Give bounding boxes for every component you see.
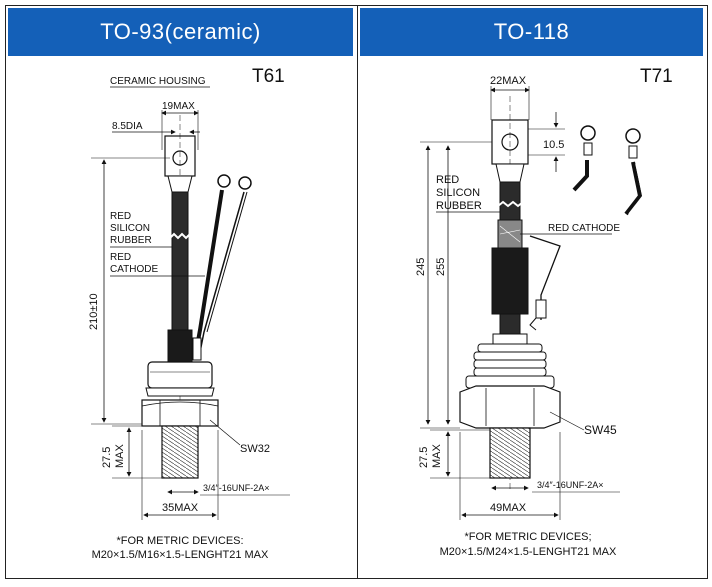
sw45-label: SW45 [584,423,617,437]
dim-27-5-max-r: MAX [431,444,443,469]
label-silicon: SILICON [110,223,150,234]
dim-19max: 19MAX [162,101,195,112]
dim-210: 210±10 [88,293,100,330]
dim-27-5-max: MAX [114,444,126,469]
t71-threaded-stud [489,427,531,479]
sw32-label: SW32 [240,443,270,455]
label-red-2: RED [110,252,131,263]
t71-thread-label: 3/4″-16UNF-2A× [537,480,603,490]
ceramic-housing-label: CERAMIC HOUSING [110,76,206,87]
t61-metric-note-1: *FOR METRIC DEVICES: [116,535,243,547]
t71-ribbed-body [465,343,555,389]
t61-gate-ring-terminal [217,174,231,188]
label-rubber-r: RUBBER [436,200,482,212]
t61-ceramic-body [147,361,213,389]
t71-model-label: T71 [640,66,673,87]
t71-cathode-ring-terminal [625,128,641,144]
t71-metric-note-1: *FOR METRIC DEVICES; [464,531,591,543]
dim-245: 245 [415,258,427,276]
t71-metric-note-2: M20×1.5/M24×1.5-LENGHT21 MAX [440,546,617,558]
t61-cathode-lead [199,191,245,353]
t71-gate-ring-terminal [580,125,596,141]
to118-panel-frame [357,5,708,579]
label-rubber: RUBBER [110,235,152,246]
t61-thread-label: 3/4″-16UNF-2A× [203,483,269,493]
dim-35max: 35MAX [162,502,199,514]
t61-hex-base [141,399,219,427]
to93-header: TO-93(ceramic) [8,8,353,56]
dim-22max: 22MAX [490,75,527,87]
t71-rubber-sleeve [491,247,529,315]
to118-header: TO-118 [360,8,703,56]
t61-gate-lead [194,189,224,353]
label-silicon-r: SILICON [436,187,480,199]
t61-threaded-stud [161,425,199,479]
to93-drawing: CERAMIC HOUSING T61 19MAX 8.5DIA [88,66,290,561]
t61-main-cable [171,191,189,333]
dim-27-5-r: 27.5 [418,447,430,468]
dim-10-5: 10.5 [543,139,564,151]
dim-8-5-dia: 8.5DIA [112,121,143,132]
t61-cathode-ring-terminal [238,176,252,190]
t61-model-label: T61 [252,66,285,87]
dim-27-5: 27.5 [101,447,113,468]
to118-drawing: T71 22MAX 10.5 [415,66,673,558]
label-red-cathode-r: RED CATHODE [548,223,620,234]
label-cathode: CATHODE [110,264,158,275]
t61-rubber-sleeve [167,329,193,363]
dim-49max: 49MAX [490,502,527,514]
t71-hex-base [459,385,561,429]
dim-255: 255 [435,258,447,276]
label-red: RED [110,211,131,222]
t61-metric-note-2: M20×1.5/M16×1.5-LENGHT21 MAX [92,549,269,561]
